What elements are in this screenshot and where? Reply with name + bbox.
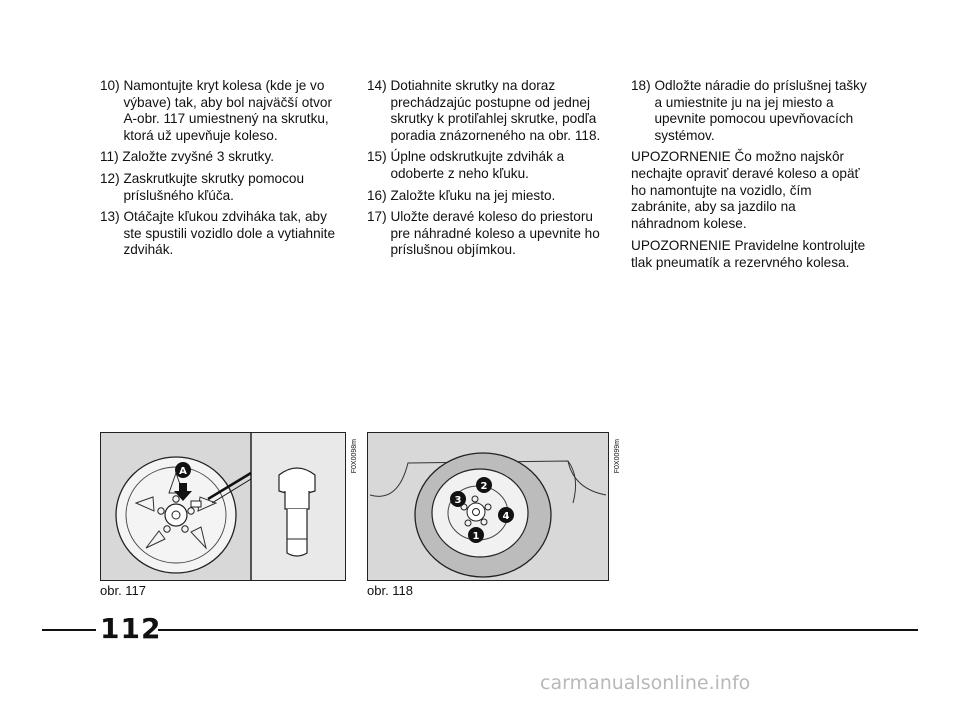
step-15: 15) Úplne odskrutkujte zdvihák a odobert… bbox=[367, 149, 603, 182]
figure-117: A F0X0098m bbox=[100, 432, 358, 581]
figure-code: F0X0098m bbox=[351, 439, 358, 474]
step-12: 12) Zaskrutkujte skrutky pomocou prísluš… bbox=[100, 171, 336, 204]
step-number: 18) bbox=[631, 78, 651, 93]
step-number: 15) bbox=[367, 149, 387, 165]
step-number: 10) bbox=[100, 78, 120, 93]
step-18: 18) Odložte náradie do príslušnej tašky … bbox=[631, 78, 867, 144]
step-text: Namontujte kryt kolesa (kde je vo výbave… bbox=[123, 78, 332, 143]
bolt-label-2: 2 bbox=[481, 481, 488, 492]
step-14: 14) Dotiahnite skrutky na doraz prechádz… bbox=[367, 78, 603, 144]
page-number: 112 bbox=[100, 612, 162, 645]
step-16: 16) Založte kľuku na jej miesto. bbox=[367, 188, 603, 205]
wheel-bolt-order-illustration: 2 3 4 1 bbox=[368, 433, 608, 580]
step-text: Uložte deravé koleso do priestoru pre ná… bbox=[390, 209, 600, 258]
figure-118: 2 3 4 1 F0X0099m bbox=[367, 432, 621, 581]
figure-caption: obr. 117 bbox=[100, 583, 147, 598]
figure-caption: obr. 118 bbox=[367, 583, 414, 598]
step-number: 17) bbox=[367, 209, 387, 225]
step-11: 11) Založte zvyšné 3 skrutky. bbox=[100, 149, 336, 166]
step-text: Otáčajte kľukou zdviháka tak, aby ste sp… bbox=[123, 209, 336, 258]
step-text: Založte kľuku na jej miesto. bbox=[390, 187, 556, 203]
text-column-2: 14) Dotiahnite skrutky na doraz prechádz… bbox=[367, 78, 603, 264]
step-17: 17) Uložte deravé koleso do priestoru pr… bbox=[367, 209, 603, 259]
label-a: A bbox=[179, 466, 187, 477]
figure-code: F0X0099m bbox=[614, 439, 621, 474]
step-number: 13) bbox=[100, 209, 120, 225]
step-number: 12) bbox=[100, 170, 120, 186]
step-number: 11) bbox=[100, 149, 119, 165]
bolt-label-4: 4 bbox=[503, 511, 510, 522]
text-column-1: 10) Namontujte kryt kolesa (kde je vo vý… bbox=[100, 78, 336, 264]
watermark: carmanualsonline.info bbox=[540, 672, 751, 694]
step-text: Úplne odskrutkujte zdvihák a odoberte z … bbox=[390, 149, 565, 181]
step-text: Založte zvyšné 3 skrutky. bbox=[122, 149, 275, 165]
step-13: 13) Otáčajte kľukou zdviháka tak, aby st… bbox=[100, 209, 336, 259]
step-number: 14) bbox=[367, 78, 387, 93]
step-number: 16) bbox=[367, 187, 387, 203]
warning-paragraph: UPOZORNENIE Čo možno najskôr nechajte op… bbox=[631, 149, 860, 231]
step-10: 10) Namontujte kryt kolesa (kde je vo vý… bbox=[100, 78, 336, 144]
footer-rule-right bbox=[158, 629, 918, 631]
wheel-cover-illustration: A bbox=[101, 433, 345, 580]
bolt-label-3: 3 bbox=[455, 495, 462, 506]
footer-rule-left bbox=[42, 629, 96, 631]
step-text: Odložte náradie do príslušnej tašky a um… bbox=[654, 78, 867, 143]
text-column-3: 18) Odložte náradie do príslušnej tašky … bbox=[631, 78, 867, 278]
step-text: Dotiahnite skrutky na doraz prechádzajúc… bbox=[390, 78, 601, 143]
warning-paragraph: UPOZORNENIE Pravidelne kontrolujte tlak … bbox=[631, 238, 866, 270]
bolt-label-1: 1 bbox=[473, 531, 480, 542]
step-text: Zaskrutkujte skrutky pomocou príslušného… bbox=[123, 170, 304, 203]
